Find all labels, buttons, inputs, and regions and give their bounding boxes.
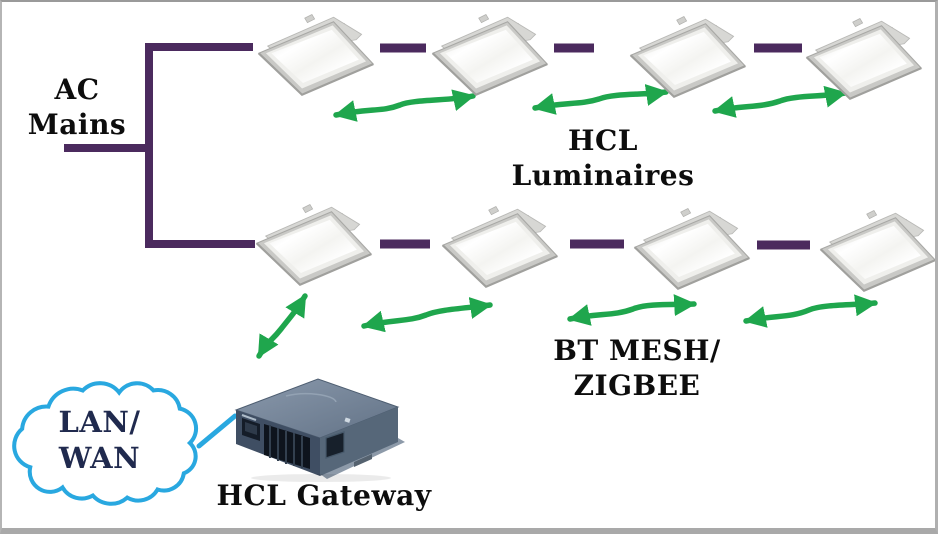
cloud-shape [12, 381, 199, 506]
ac-mains-bus [64, 43, 255, 248]
mesh-protocol-line1: BT MESH/ [553, 334, 721, 367]
ac-mains-line1: AC [54, 73, 100, 106]
cloud-label-line2: WAN [58, 441, 141, 476]
hcl-luminaires-line1: HCL [568, 124, 638, 157]
mesh-protocol-label: BT MESH/ ZIGBEE [527, 333, 747, 403]
gateway-mesh-arrow [256, 293, 308, 359]
hcl-luminaires-label: HCL Luminaires [493, 123, 713, 193]
ac-mains-label: AC Mains [17, 72, 137, 142]
gateway-label: HCL Gateway [216, 479, 432, 512]
mesh-arrow [567, 294, 697, 326]
hcl-luminaires-line2: Luminaires [511, 159, 695, 192]
luminaire [254, 10, 378, 111]
power-links-bottom [380, 239, 810, 250]
mesh-arrow [712, 85, 848, 118]
luminaire [816, 206, 938, 307]
mesh-arrow [333, 89, 476, 122]
mesh-arrow [532, 84, 669, 115]
luminaire [428, 10, 552, 111]
mesh-arrows-bottom [256, 293, 878, 359]
mesh-protocol-line2: ZIGBEE [573, 369, 701, 402]
lan-link-line [196, 413, 238, 449]
cloud-label: LAN/ WAN [37, 404, 162, 477]
luminaire [630, 204, 754, 305]
mesh-arrows-top [333, 84, 848, 122]
luminaire [438, 202, 562, 303]
luminaire [626, 12, 750, 113]
mesh-arrow [743, 294, 878, 328]
luminaire [802, 14, 926, 115]
ac-mains-line2: Mains [27, 108, 127, 141]
gateway-device [234, 378, 405, 482]
cloud-label-line1: LAN/ [58, 405, 141, 439]
luminaire [252, 200, 376, 301]
mesh-arrow [361, 297, 493, 333]
